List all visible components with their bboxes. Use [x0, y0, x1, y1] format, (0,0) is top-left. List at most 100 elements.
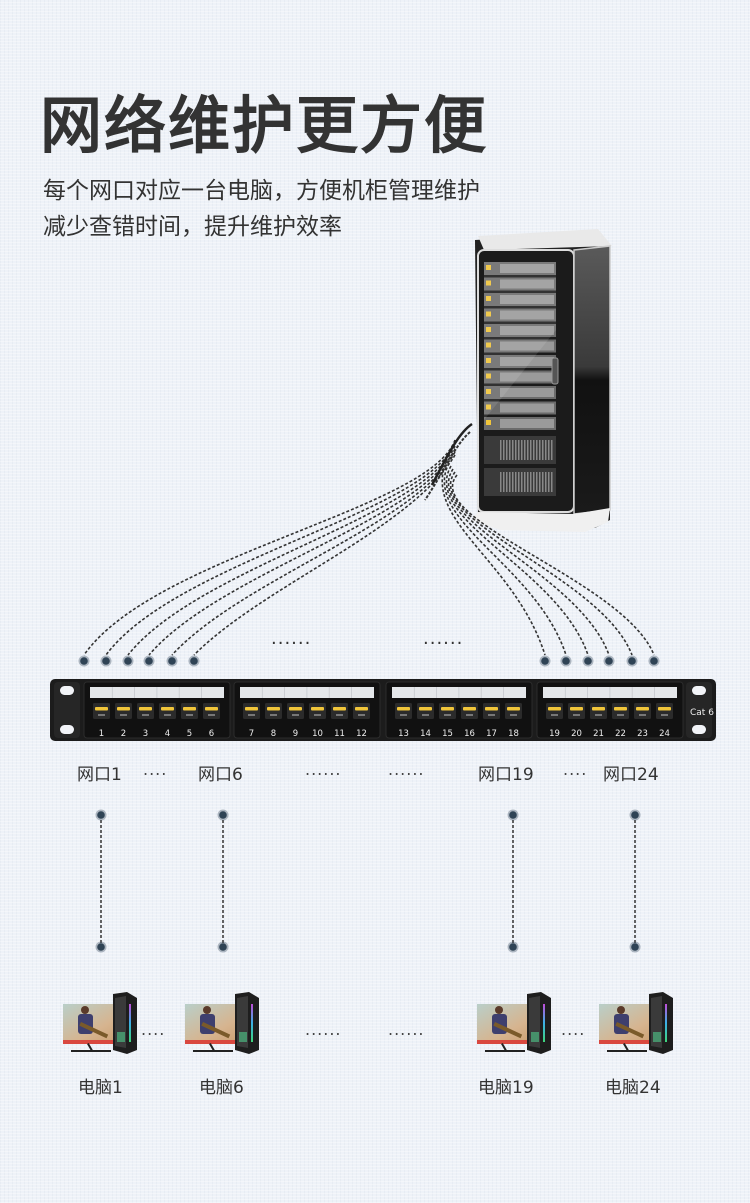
cable-endpoint-dot	[584, 657, 592, 665]
port-number: 13	[398, 729, 409, 739]
storage-grille	[512, 440, 514, 460]
cable-right	[447, 468, 610, 656]
storage-grille	[527, 472, 529, 492]
jack-contacts	[245, 707, 258, 711]
rj45-jack	[331, 703, 348, 719]
desktop-computer-icon	[63, 992, 137, 1054]
pc-label-1: 电脑1	[78, 1078, 123, 1098]
jack-latch	[164, 714, 171, 716]
jack-contacts	[592, 707, 605, 711]
jack-latch	[292, 714, 299, 716]
storage-grille	[536, 440, 538, 460]
cable-trunk	[424, 431, 471, 501]
server-unit-face	[500, 264, 554, 273]
server-led	[486, 280, 491, 286]
cable-endpoints	[78, 655, 660, 667]
storage-unit	[484, 468, 556, 496]
jack-contacts	[614, 707, 627, 711]
storage-grille	[545, 440, 547, 460]
storage-grille	[551, 472, 553, 492]
storage-grille	[503, 440, 505, 460]
port-label-1: 网口1	[77, 765, 122, 785]
rack-door-handle	[551, 357, 559, 385]
link-endpoint-dot	[219, 943, 227, 951]
rj45-jack	[634, 703, 651, 719]
rj45-jack	[203, 703, 220, 719]
storage-grille	[530, 440, 532, 460]
pc-ellipsis-4: ....	[561, 1020, 586, 1039]
jack-contacts	[548, 707, 561, 711]
cable-left	[148, 448, 456, 656]
rj45-jack	[137, 703, 154, 719]
cable-endpoint-dot	[102, 657, 110, 665]
link-endpoint-dot	[631, 811, 639, 819]
storage-grille	[515, 440, 517, 460]
storage-grille	[524, 440, 526, 460]
storage-grille	[539, 440, 541, 460]
rj45-jack	[505, 703, 522, 719]
cat6-badge: Cat 6	[690, 708, 714, 718]
port-number: 3	[143, 729, 148, 739]
server-led	[486, 327, 491, 332]
port-number: 5	[187, 729, 192, 739]
cable-endpoint-dot	[541, 657, 549, 665]
jack-latch	[661, 714, 668, 716]
jack-contacts	[205, 707, 218, 711]
cable-endpoint-dot	[650, 657, 658, 665]
port-ellipsis-3: ......	[388, 760, 425, 779]
cable-left	[171, 451, 456, 656]
storage-grille	[548, 440, 550, 460]
jack-contacts	[441, 707, 454, 711]
rj45-jack	[181, 703, 198, 719]
pc-label-24: 电脑24	[605, 1078, 661, 1098]
storage-grille	[521, 440, 523, 460]
port-number: 14	[420, 729, 431, 739]
rj45-jack	[243, 703, 260, 719]
port-number: 17	[486, 729, 497, 739]
storage-grille	[503, 472, 505, 492]
port-label-19: 网口19	[478, 765, 534, 785]
jack-contacts	[95, 707, 108, 711]
rj45-jack	[287, 703, 304, 719]
jack-contacts	[397, 707, 410, 711]
jack-contacts	[658, 707, 671, 711]
server-led	[486, 389, 491, 394]
storage-grille	[545, 472, 547, 492]
jack-latch	[617, 714, 624, 716]
cable-left	[83, 439, 456, 656]
jack-latch	[98, 714, 105, 716]
jack-latch	[142, 714, 149, 716]
cable-ellipsis-left: ......	[271, 628, 311, 649]
port-number: 16	[464, 729, 475, 739]
jack-contacts	[507, 707, 520, 711]
jack-contacts	[311, 707, 324, 711]
storage-grille	[509, 472, 511, 492]
server-unit-face	[500, 326, 554, 335]
port-number: 10	[312, 729, 323, 739]
jack-contacts	[289, 707, 302, 711]
link-endpoint-dot	[97, 811, 105, 819]
jack-latch	[270, 714, 277, 716]
port-ellipsis-4: ....	[563, 760, 588, 779]
storage-grille	[512, 472, 514, 492]
jack-contacts	[183, 707, 196, 711]
link-endpoint-dot	[219, 811, 227, 819]
storage-grille	[539, 472, 541, 492]
jack-latch	[120, 714, 127, 716]
storage-unit	[484, 436, 556, 464]
port-number: 15	[442, 729, 453, 739]
jack-latch	[444, 714, 451, 716]
server-unit-face	[500, 419, 554, 428]
pc-label-19: 电脑19	[478, 1078, 534, 1098]
server-led	[486, 265, 491, 270]
pc-ellipsis-3: ......	[388, 1020, 425, 1039]
page-title: 网络维护更方便	[40, 89, 489, 162]
jack-contacts	[636, 707, 649, 711]
jack-latch	[186, 714, 193, 716]
jack-contacts	[333, 707, 346, 711]
cable-ellipsis-right: ......	[423, 628, 463, 649]
cable-endpoint-dot	[190, 657, 198, 665]
rj45-jack	[159, 703, 176, 719]
cable-endpoint-dot	[605, 657, 613, 665]
